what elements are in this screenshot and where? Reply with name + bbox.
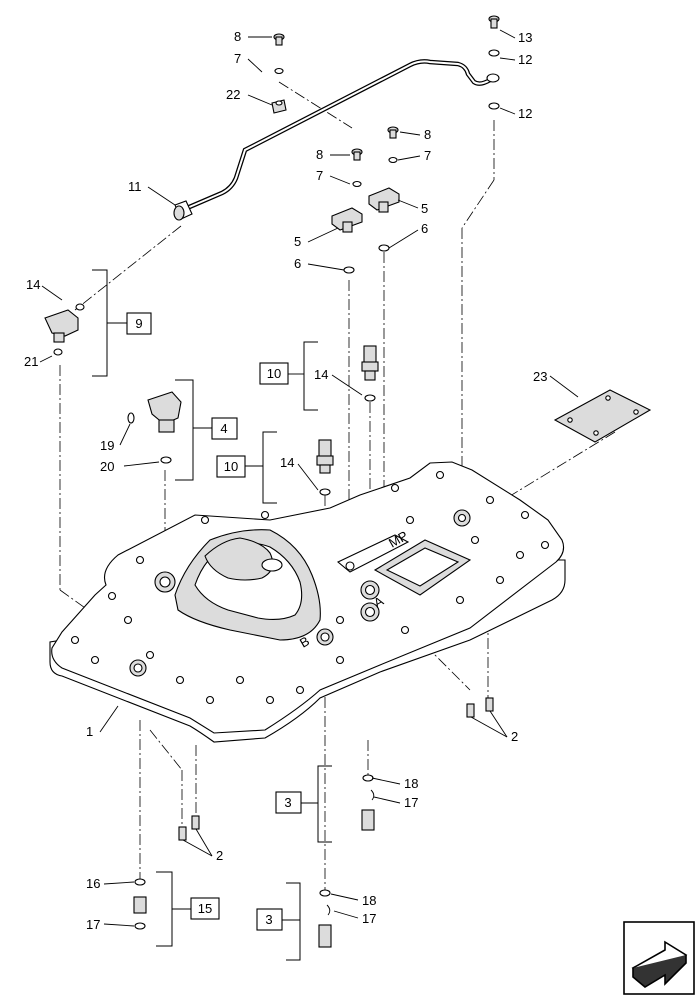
- callout-1: 1: [86, 724, 93, 739]
- callout-17-left: 17: [86, 917, 100, 932]
- callout-18-upper: 18: [404, 776, 418, 791]
- callout-14-upper: 14: [314, 367, 328, 382]
- callout-19: 19: [100, 438, 114, 453]
- callout-10-lower: 10: [224, 459, 238, 474]
- numeric-callouts: 8 7 22 11 13 12 12 8 7 8 7 5 5 6 6 14 21…: [24, 29, 547, 932]
- callout-box-10-upper: [259, 362, 289, 385]
- plate-bolt-holes: [70, 470, 550, 705]
- boxed-callouts: 9 4 10 10 3 3 15: [126, 312, 302, 931]
- callout-18-lower: 18: [362, 893, 376, 908]
- callout-9: 9: [135, 316, 142, 331]
- callout-6-left: 6: [294, 256, 301, 271]
- callout-15: 15: [198, 901, 212, 916]
- cover-plate-part-23: [553, 389, 652, 443]
- center-lines: [59, 81, 616, 890]
- main-plate: A B MP: [49, 461, 566, 743]
- callout-box-3-lower: [256, 908, 283, 931]
- callout-16: 16: [86, 876, 100, 891]
- callout-box-15: [190, 897, 220, 920]
- elbow-fittings: [44, 303, 182, 464]
- callout-7-mid: 7: [316, 168, 323, 183]
- callout-5-right: 5: [421, 201, 428, 216]
- callout-box-3-upper: [275, 791, 302, 814]
- callout-13: 13: [518, 30, 532, 45]
- clamp-part-22: [271, 99, 287, 114]
- callout-14-elbow: 14: [26, 277, 40, 292]
- sensors-part-5: [331, 187, 400, 274]
- callout-box-9: [126, 312, 152, 335]
- callout-21: 21: [24, 354, 38, 369]
- leader-lines: [39, 29, 579, 927]
- callout-3-lower: 3: [265, 912, 272, 927]
- callout-8-top: 8: [234, 29, 241, 44]
- callout-20: 20: [100, 459, 114, 474]
- tube-assembly: [173, 59, 500, 221]
- callout-7-top: 7: [234, 51, 241, 66]
- callout-box-4: [211, 417, 238, 440]
- callout-12-lower: 12: [518, 106, 532, 121]
- callout-8-mid: 8: [316, 147, 323, 162]
- pressure-switches: [316, 345, 379, 496]
- callout-17-lower: 17: [362, 911, 376, 926]
- callout-7-right: 7: [424, 148, 431, 163]
- callout-8-right: 8: [424, 127, 431, 142]
- callout-2-left: 2: [216, 848, 223, 863]
- callout-2-right: 2: [511, 729, 518, 744]
- callout-4: 4: [220, 421, 227, 436]
- group-brackets: [92, 269, 332, 961]
- callout-3-upper: 3: [284, 795, 291, 810]
- callout-12-upper: 12: [518, 52, 532, 67]
- callout-11: 11: [128, 179, 142, 194]
- callout-box-10-lower: [216, 455, 246, 478]
- fasteners-upper: [273, 15, 500, 188]
- callout-10-upper: 10: [267, 366, 281, 381]
- plate-ports: [129, 509, 471, 677]
- callout-5-left: 5: [294, 234, 301, 249]
- callout-14-lower: 14: [280, 455, 294, 470]
- lower-plugs: [133, 697, 494, 948]
- callout-23: 23: [533, 369, 547, 384]
- callout-6-right: 6: [421, 221, 428, 236]
- orientation-arrow-icon: [623, 921, 695, 995]
- callout-17-upper: 17: [404, 795, 418, 810]
- callout-22: 22: [226, 87, 240, 102]
